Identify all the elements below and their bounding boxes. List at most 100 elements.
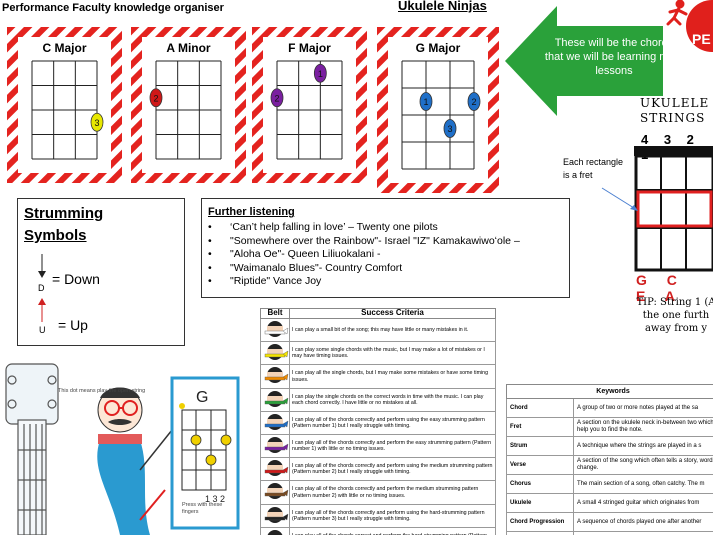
criteria-cell: I can play the single chords on the corr… — [289, 387, 496, 412]
finger-number: 3 — [94, 118, 99, 128]
chord-name: G Major — [415, 41, 461, 55]
table-row: I can play all of the chords correctly a… — [260, 457, 496, 482]
ninja-belt-icon — [260, 387, 290, 412]
finger-number: 2 — [274, 93, 279, 103]
keyword-term: Chord Progression — [506, 512, 574, 532]
criteria-header: Success Criteria — [289, 308, 496, 319]
keywords-title: Keywords — [506, 384, 713, 399]
ninja-belt-icon — [260, 341, 290, 366]
pe-logo: PE — [666, 0, 713, 52]
ninja-belt-icon — [260, 364, 290, 389]
finger-dot: 1 — [419, 92, 433, 111]
keyword-definition: Refers to the ability of 'Keeping in tim… — [573, 531, 713, 535]
strumming-title: Strumming Symbols — [24, 203, 103, 247]
table-row: TimingRefers to the ability of 'Keeping … — [506, 531, 713, 535]
table-row: I can play some single chords with the m… — [260, 341, 496, 366]
criteria-cell: I can play all of the chords correctly a… — [289, 434, 496, 459]
finger-dot: 2 — [149, 88, 163, 108]
table-row: I can play all of the chords correctly a… — [260, 503, 496, 528]
down-letter: D — [38, 283, 45, 293]
table-row: I can play all of the chords correctly a… — [260, 480, 496, 505]
strumming-title-line1: Strumming — [24, 205, 104, 222]
up-arrow-icon — [38, 298, 46, 322]
page-title: Performance Faculty knowledge organiser — [2, 2, 224, 14]
fret-grid — [401, 60, 475, 170]
keyword-definition: A group of two or more notes played at t… — [573, 398, 713, 418]
belt-table-body: I can play a small bit of the song; this… — [260, 317, 496, 535]
keyword-term: Chorus — [506, 474, 574, 494]
keyword-definition: The main section of a song, often catchy… — [573, 474, 713, 494]
criteria-cell: I can play a small bit of the song; this… — [289, 317, 496, 343]
fret-highlight — [636, 190, 713, 228]
criteria-cell: I can play some single chords with the m… — [289, 341, 496, 366]
table-row: I can play all of the chords correctly a… — [260, 410, 496, 436]
callout-text: These will be the chords that we will be… — [544, 37, 684, 77]
down-label: = Down — [52, 271, 100, 287]
ukulele-illustration: G 1 3 2 This dot means play the open str… — [0, 350, 250, 535]
keyword-term: Timing — [506, 531, 574, 535]
chord-name: A Minor — [166, 41, 211, 55]
illustration-chord-letter: G — [196, 389, 208, 406]
chord-card-a-minor: 2 A Minor — [131, 27, 246, 183]
ukulele-strings-title: UKULELE STRINGS — [640, 96, 713, 126]
finger-number: 1 — [423, 97, 428, 107]
chord-card-g-major: 1 2 3 G Major — [377, 27, 499, 193]
table-row: I can play a small bit of the song; this… — [260, 317, 496, 343]
finger-number: 3 — [447, 124, 452, 134]
finger-dot: 3 — [443, 119, 457, 138]
chord-name: C Major — [42, 41, 87, 55]
pe-logo-text: PE — [692, 31, 711, 47]
finger-number: 1 — [318, 69, 323, 79]
keyword-definition: A section on the ukulele neck in-between… — [573, 417, 713, 437]
criteria-cell: I can play all the single chords, but I … — [289, 364, 496, 389]
up-label: = Up — [58, 317, 88, 333]
ninja-belt-icon — [260, 457, 290, 482]
ninja-belt-icon — [260, 480, 290, 505]
ninja-belt-icon — [260, 410, 290, 436]
criteria-cell: I can play all of the chords correctly a… — [289, 410, 496, 436]
criteria-cell: I can play all of the chords correctly a… — [289, 480, 496, 505]
chord-card-frame: 2 — [131, 27, 246, 183]
keyword-definition: A section of the song which often tells … — [573, 455, 713, 475]
keyword-term: Ukulele — [506, 493, 574, 513]
finger-dot: 2 — [467, 92, 481, 111]
ninja-belt-icon — [260, 526, 290, 535]
fret-grid — [155, 60, 222, 160]
finger-number: 2 — [153, 93, 158, 103]
keyword-term: Chord — [506, 398, 574, 418]
keyword-term: Strum — [506, 436, 574, 456]
belt-table-header: Belt Success Criteria — [260, 308, 496, 319]
further-listening-list: ‘Can’t help falling in love’ – Twenty on… — [208, 221, 520, 289]
ukulele-strings-title-line1: UKULELE — [640, 96, 710, 110]
ninja-belt-icon — [260, 317, 290, 343]
chord-card-frame: 1 2 3 — [377, 27, 499, 193]
list-item: "Waimanalo Blues"- Country Comfort — [208, 262, 520, 276]
finger-dot: 2 — [270, 88, 284, 108]
list-item: "Aloha Oe"- Queen Liliuokalani - — [208, 248, 520, 262]
strumming-title-line2: Symbols — [24, 227, 87, 244]
illustration-fingers: 1 3 2 — [205, 494, 225, 504]
unit-title: Ukulele Ninjas — [398, 0, 487, 13]
illustration-note-bottom: Press with these fingers — [182, 502, 223, 515]
illustration-note-top: This dot means play the open string — [58, 388, 146, 394]
fret-note: Each rectangle is a fret — [563, 157, 624, 180]
keyword-definition: A small 4 stringed guitar which originat… — [573, 493, 713, 513]
table-row: I can play the single chords on the corr… — [260, 387, 496, 412]
belt-header: Belt — [260, 308, 290, 319]
list-item: ‘Can’t help falling in love’ – Twenty on… — [208, 221, 520, 235]
list-item: "Riptide" Vance Joy — [208, 275, 520, 289]
strumming-symbols-box: Strumming Symbols D = Down U = Up — [17, 198, 185, 346]
criteria-cell: I can play all of the chords correct and… — [289, 526, 496, 535]
keyword-definition: A technique where the strings are played… — [573, 436, 713, 456]
string-letters: G C E A — [636, 272, 685, 304]
table-row: I can play all the single chords, but I … — [260, 364, 496, 389]
ninja-belt-icon — [260, 503, 290, 528]
